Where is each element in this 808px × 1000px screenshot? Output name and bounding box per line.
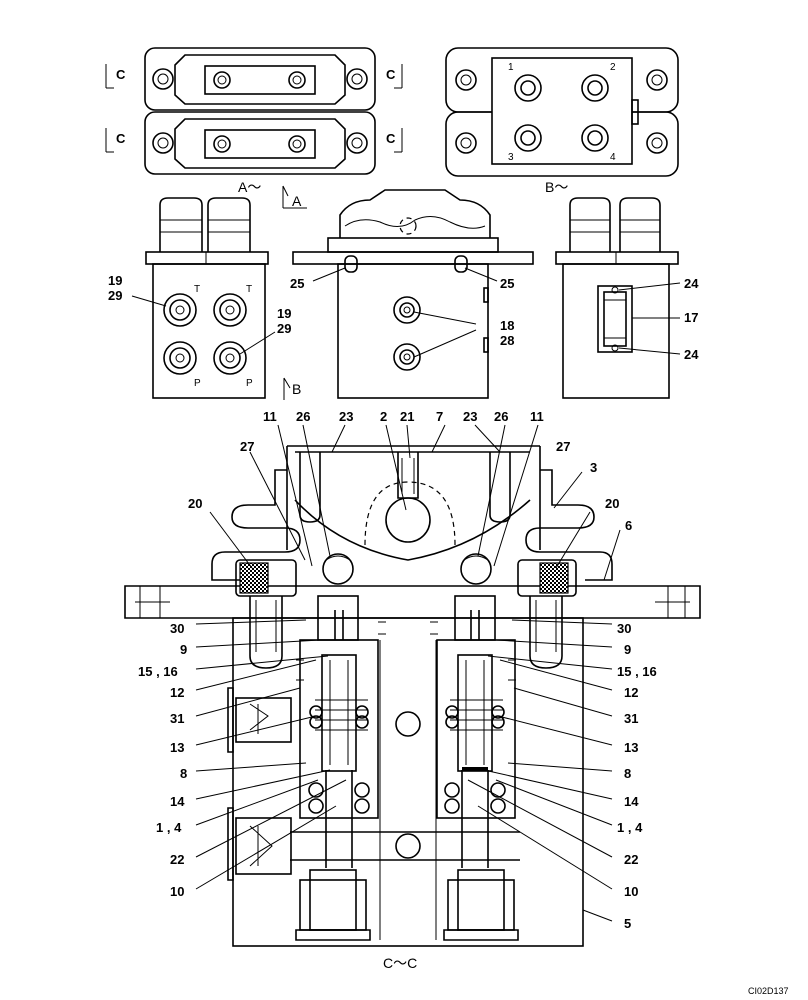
callout-9: 9 <box>180 642 187 657</box>
callout-8: 8 <box>624 766 631 781</box>
callout-27: 27 <box>556 439 570 454</box>
callout-11: 11 <box>530 409 544 424</box>
callout-8: 8 <box>180 766 187 781</box>
callout-24: 24 <box>684 276 699 291</box>
port-p-label: P <box>246 378 253 389</box>
callout-26: 26 <box>296 409 310 424</box>
callout-31: 31 <box>624 711 638 726</box>
view-b-top-right: 1 2 3 4 B～ <box>445 47 679 195</box>
callout-3: 3 <box>590 460 597 475</box>
section-mark-c: C <box>116 67 126 82</box>
callout-15-16: 15 , 16 <box>138 664 178 679</box>
callout-19: 19 <box>108 273 122 288</box>
callout-1-4: 1 , 4 <box>156 820 182 835</box>
callout-19: 19 <box>277 306 291 321</box>
side-view-left: T T P P 19 29 19 29 <box>108 197 291 399</box>
callout-22: 22 <box>170 852 184 867</box>
callout-26: 26 <box>494 409 508 424</box>
callout-23: 23 <box>339 409 353 424</box>
callout-10: 10 <box>624 884 638 899</box>
callout-25: 25 <box>500 276 514 291</box>
callout-13: 13 <box>624 740 638 755</box>
callout-11: 11 <box>263 409 277 424</box>
section-mark-c: C <box>386 67 396 82</box>
port-3-label: 3 <box>508 152 514 163</box>
callout-23: 23 <box>463 409 477 424</box>
section-title: C～C <box>383 955 417 971</box>
callout-12: 12 <box>170 685 184 700</box>
view-label-b: B～ <box>545 179 568 195</box>
view-arrow-a: A <box>292 193 302 209</box>
callout-20: 20 <box>605 496 619 511</box>
section-mark-c: C <box>116 131 126 146</box>
callout-9: 9 <box>624 642 631 657</box>
view-a-top-left: C C C C A～ A <box>105 47 403 209</box>
callout-22: 22 <box>624 852 638 867</box>
drawing-code: CI02D137 <box>748 986 789 996</box>
callout-1-4: 1 , 4 <box>617 820 643 835</box>
port-t-label: T <box>194 284 200 295</box>
callout-10: 10 <box>170 884 184 899</box>
section-c-c: 11 26 23 2 21 7 23 26 11 27 27 3 20 20 6… <box>124 409 701 971</box>
callout-15-16: 15 , 16 <box>617 664 657 679</box>
callout-2: 2 <box>380 409 387 424</box>
view-label-a: A～ <box>238 179 261 195</box>
side-view-center: 25 25 18 28 B <box>283 189 534 400</box>
port-p-label: P <box>194 378 201 389</box>
port-4-label: 4 <box>610 152 616 163</box>
callout-25: 25 <box>290 276 304 291</box>
callout-18: 18 <box>500 318 514 333</box>
callout-21: 21 <box>400 409 414 424</box>
callout-7: 7 <box>436 409 443 424</box>
callout-14: 14 <box>170 794 185 809</box>
callout-31: 31 <box>170 711 184 726</box>
callout-27: 27 <box>240 439 254 454</box>
callout-24: 24 <box>684 347 699 362</box>
callout-28: 28 <box>500 333 514 348</box>
side-view-right: 24 17 24 <box>555 197 699 399</box>
callout-20: 20 <box>188 496 202 511</box>
section-mark-c: C <box>386 131 396 146</box>
port-1-label: 1 <box>508 62 514 73</box>
callout-30: 30 <box>170 621 184 636</box>
callout-29: 29 <box>108 288 122 303</box>
callout-6: 6 <box>625 518 632 533</box>
callout-12: 12 <box>624 685 638 700</box>
callout-14: 14 <box>624 794 639 809</box>
callout-30: 30 <box>617 621 631 636</box>
callout-17: 17 <box>684 310 698 325</box>
callout-5: 5 <box>624 916 631 931</box>
callout-29: 29 <box>277 321 291 336</box>
callout-13: 13 <box>170 740 184 755</box>
port-t-label: T <box>246 284 252 295</box>
port-2-label: 2 <box>610 62 616 73</box>
view-arrow-b: B <box>292 381 301 397</box>
